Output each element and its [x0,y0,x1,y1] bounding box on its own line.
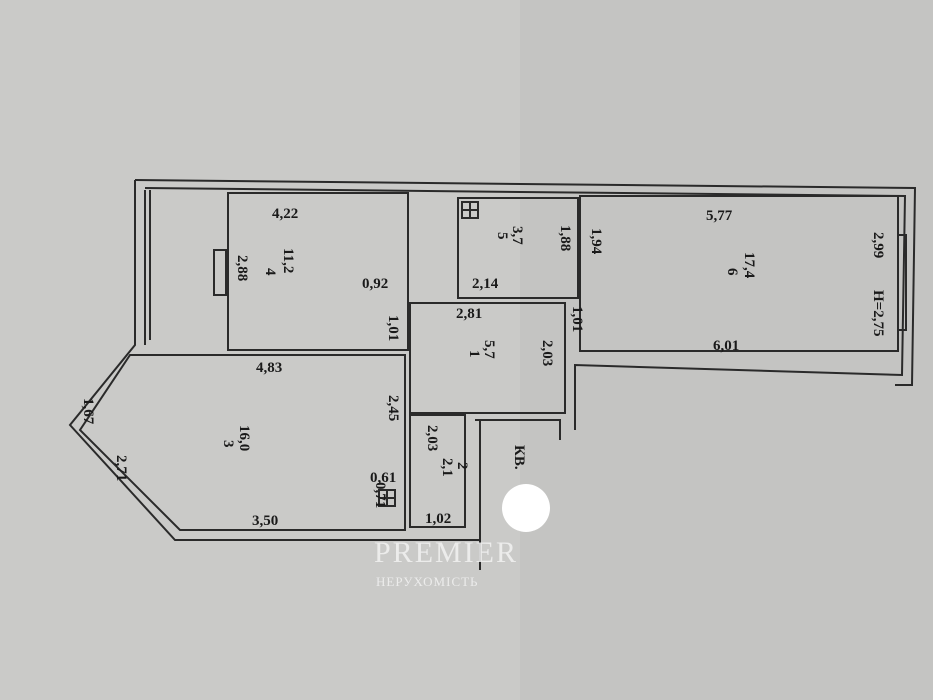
room-6-area: 17,4 [741,252,757,279]
dim-r6-left: 1,94 [588,228,604,255]
dim-r4-wall: 1,01 [385,315,401,341]
room-4-area: 11,2 [280,248,296,273]
dim-r3-diag: 1,67 [80,398,96,425]
dim-r1-height: 2,03 [539,340,555,366]
ceiling-height: H=2,75 [870,290,886,336]
dim-r3-right: 2,45 [385,395,401,421]
dim-r1-width: 2,81 [456,306,482,322]
dim-shaft-height: 0,71 [372,482,388,508]
apartment-label: КВ. [511,445,527,470]
dim-shaft-width: 0,61 [370,470,396,486]
dim-r4-height: 2,88 [234,255,250,281]
dim-r6-bottom: 6,01 [713,338,739,354]
dim-r2-width: 1,02 [425,511,451,527]
dim-r6-right: 2,99 [870,232,886,258]
dim-r3-bottom: 3,50 [252,513,278,529]
room-1-area: 5,7 [481,340,497,359]
dim-r2-height: 2,03 [424,425,440,451]
dim-r3-top: 4,83 [256,360,282,376]
dim-r5-height: 1,88 [557,225,573,251]
room-1-number: 1 [466,350,482,358]
room-2-area: 2,1 [439,458,455,477]
dim-r1-right: 1,01 [569,306,585,332]
room-3-number: 3 [220,440,236,448]
dim-r4-door: 0,92 [362,276,388,292]
room-5-area: 3,7 [509,226,525,245]
dim-r6-top: 5,77 [706,208,733,224]
dim-r4-width: 4,22 [272,206,298,222]
room-6-number: 6 [724,268,740,276]
marker-dot [502,484,550,532]
dim-r3-left: 2,71 [113,455,129,481]
watermark-brand: PREMIER [374,536,518,569]
room-4-number: 4 [262,268,278,276]
shaft-icon [378,201,479,507]
room-3-area: 16,0 [236,425,252,451]
walls [68,179,917,570]
watermark-sub: НЕРУХОМІСТЬ [376,574,479,589]
dim-r5-width: 2,14 [472,276,499,292]
room-2-number: 2 [454,462,470,470]
room-5-number: 5 [494,232,510,240]
